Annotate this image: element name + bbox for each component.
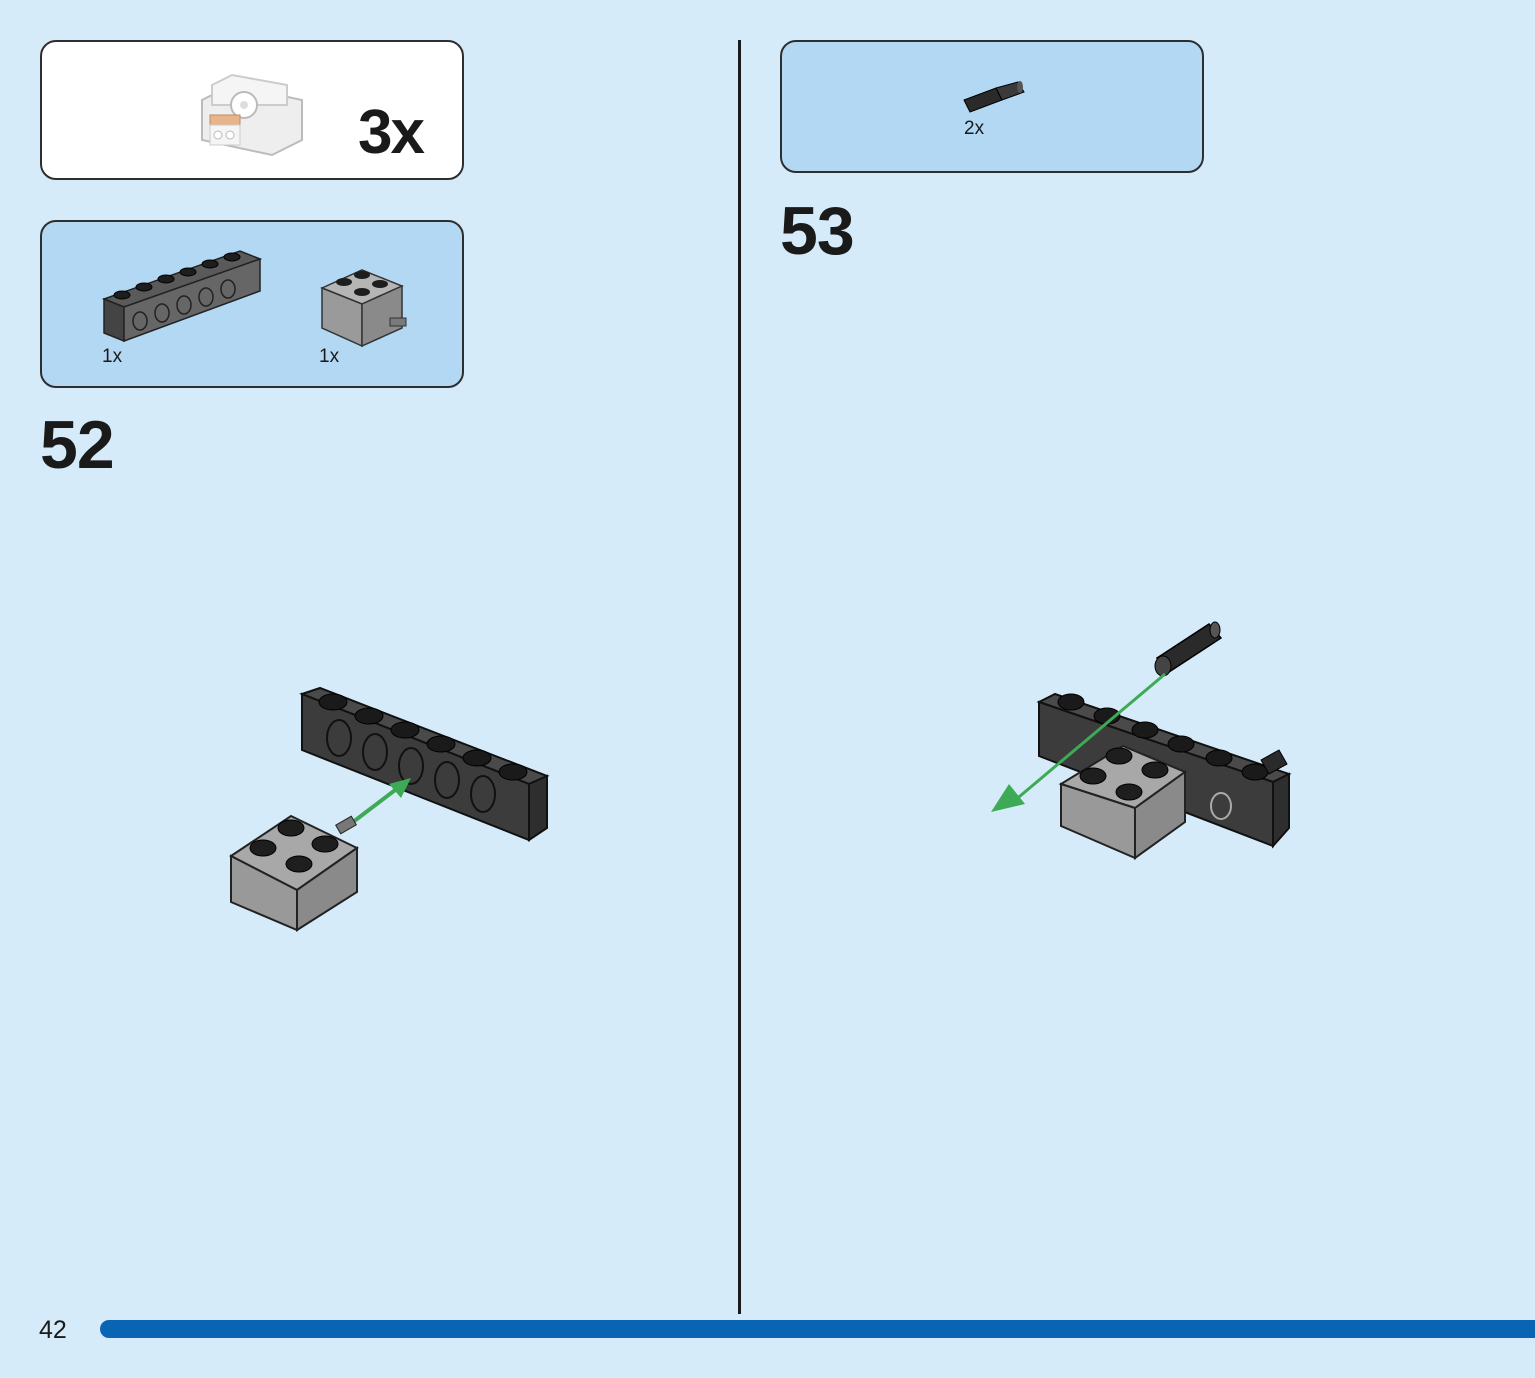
brick-part-icon bbox=[320, 269, 407, 348]
callout-quantity: 3x bbox=[358, 98, 425, 167]
step-number-52: 52 bbox=[40, 407, 115, 483]
step-number-53: 53 bbox=[780, 193, 855, 269]
step-52-assembly-illustration bbox=[229, 686, 550, 932]
step-53-assembly-illustration bbox=[991, 621, 1292, 860]
page-number: 42 bbox=[39, 1316, 67, 1344]
beam-quantity: 1x bbox=[102, 346, 123, 367]
beam-part-icon bbox=[101, 250, 263, 343]
parts-list-52: 1x 1x bbox=[40, 220, 464, 388]
brick-quantity: 1x bbox=[319, 346, 340, 367]
friction-pin-quantity: 2x bbox=[964, 118, 985, 139]
column-divider bbox=[738, 40, 741, 1314]
parts-list-53: 2x bbox=[780, 40, 1204, 173]
progress-bar bbox=[100, 1320, 1535, 1338]
friction-pin-part-icon bbox=[963, 81, 1025, 113]
submodel-illustration bbox=[201, 73, 303, 157]
submodel-callout: 3x bbox=[40, 40, 464, 180]
